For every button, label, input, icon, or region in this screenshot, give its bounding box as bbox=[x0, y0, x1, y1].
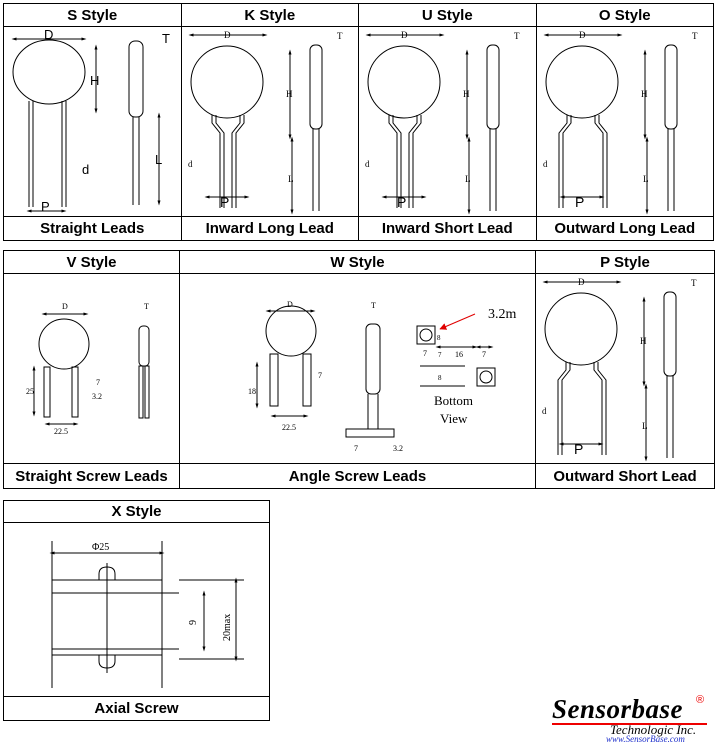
u-style-diagram: D T H d L P bbox=[358, 26, 537, 217]
x-style-caption: Axial Screw bbox=[3, 696, 270, 721]
dimension-label: 16 bbox=[455, 350, 463, 359]
dimension-label: T bbox=[337, 31, 343, 41]
dimension-label: H bbox=[640, 336, 647, 346]
dimension-label: T bbox=[144, 302, 149, 311]
x-style-title: X Style bbox=[3, 500, 270, 523]
dimension-label: P bbox=[220, 194, 229, 210]
thermistor-drawing: D T H d L P bbox=[543, 30, 698, 215]
styles-table-row3: X Style Φ25 9 20max Axial Screw bbox=[3, 500, 270, 721]
dimension-label: d bbox=[542, 406, 547, 416]
dimension-label: H bbox=[641, 89, 648, 99]
o-style-diagram: D T H d L P bbox=[535, 26, 714, 217]
thermistor-drawing: D T H d L P bbox=[11, 27, 170, 214]
styles-table-row1: S Style K Style U Style O Style D T H d … bbox=[3, 3, 714, 241]
dimension-label: L bbox=[642, 421, 648, 431]
k-style-caption: Inward Long Lead bbox=[180, 216, 359, 241]
p-style-diagram: D T H d L P bbox=[535, 273, 715, 464]
dimension-label: 9 bbox=[188, 620, 199, 625]
thermistor-drawing: Φ25 9 20max bbox=[49, 541, 244, 688]
w-style-diagram: D T 18 7 22.5 7 3.2 3.2m 8 7 7 16 7 8 Botto… bbox=[179, 273, 536, 464]
dimension-label: 22.5 bbox=[54, 427, 68, 436]
dimension-label: 25 bbox=[26, 387, 34, 396]
registered-mark: ® bbox=[696, 694, 705, 706]
dimension-label: L bbox=[643, 174, 649, 184]
dimension-label: d bbox=[188, 159, 193, 169]
dimension-label: 3.2 bbox=[393, 444, 403, 453]
dimension-label: 3.2 bbox=[92, 392, 102, 401]
dimension-label: H bbox=[90, 73, 99, 88]
dimension-label: 8 bbox=[438, 374, 442, 382]
dimension-label: T bbox=[691, 278, 697, 288]
thermistor-drawing: D T H d L P bbox=[542, 277, 697, 462]
dimension-label: 22.5 bbox=[282, 423, 296, 432]
dimension-label: D bbox=[62, 302, 68, 311]
dimension-label: 8 bbox=[437, 334, 441, 342]
dimension-label: H bbox=[286, 89, 293, 99]
dimension-label: d bbox=[82, 162, 89, 177]
thermistor-drawing: D T 18 7 22.5 7 3.2 3.2m 8 7 7 16 7 8 Botto… bbox=[248, 300, 517, 453]
dimension-label: d bbox=[543, 159, 548, 169]
w-style-title: W Style bbox=[179, 250, 536, 274]
dimension-label: 7 bbox=[482, 350, 486, 359]
dimension-label: 18 bbox=[248, 387, 256, 396]
dimension-label: 7 bbox=[423, 349, 427, 358]
w-style-caption: Angle Screw Leads bbox=[179, 463, 536, 489]
dimension-label: T bbox=[692, 31, 698, 41]
dimension-label: P bbox=[41, 199, 50, 214]
s-style-caption: Straight Leads bbox=[3, 216, 182, 241]
dimension-label: 7 bbox=[354, 444, 358, 453]
sensorbase-logo: Sensorbase ® Technologic Inc. www.Sensor… bbox=[548, 694, 713, 744]
dimension-label: D bbox=[224, 30, 231, 40]
x-style-diagram: Φ25 9 20max bbox=[3, 522, 270, 697]
o-style-caption: Outward Long Lead bbox=[535, 216, 714, 241]
u-style-caption: Inward Short Lead bbox=[358, 216, 537, 241]
dimension-label: d bbox=[365, 159, 370, 169]
dimension-label: D bbox=[579, 30, 586, 40]
logo-name: Sensorbase bbox=[552, 694, 684, 724]
logo-underline bbox=[552, 723, 707, 725]
dimension-label: T bbox=[162, 31, 170, 46]
s-style-title: S Style bbox=[3, 3, 182, 27]
dimension-label: 7 bbox=[438, 351, 442, 359]
p-style-caption: Outward Short Lead bbox=[535, 463, 715, 489]
dimension-label: 7 bbox=[96, 378, 100, 387]
thermistor-drawing: D T H d L P bbox=[188, 30, 343, 215]
dimension-label: Φ25 bbox=[92, 542, 109, 553]
dimension-label: Bottom bbox=[434, 393, 473, 408]
k-style-title: K Style bbox=[180, 3, 359, 27]
k-style-diagram: D T H d L P bbox=[180, 26, 359, 217]
v-style-diagram: D T 25 7 3.2 22.5 bbox=[3, 273, 180, 464]
dimension-label: P bbox=[574, 441, 583, 457]
dimension-label: 7 bbox=[318, 371, 322, 380]
dimension-label: D bbox=[44, 27, 53, 42]
dimension-label: P bbox=[397, 194, 406, 210]
dimension-label: View bbox=[440, 411, 468, 426]
dimension-label: L bbox=[465, 174, 471, 184]
s-style-diagram: D T H d L P bbox=[3, 26, 182, 217]
dimension-label: D bbox=[401, 30, 408, 40]
dimension-label: T bbox=[371, 301, 376, 310]
dimension-label: P bbox=[575, 194, 584, 210]
logo-url: www.SensorBase.com bbox=[606, 734, 685, 744]
thermistor-drawing: D T H d L P bbox=[365, 30, 520, 215]
dimension-label: L bbox=[155, 152, 162, 167]
styles-table-row2: V Style W Style P Style D T 25 7 3.2 22.5… bbox=[3, 250, 715, 489]
thermistor-drawing: D T 25 7 3.2 22.5 bbox=[26, 302, 150, 436]
logo-tagline: Technologic Inc. bbox=[610, 722, 697, 737]
p-style-title: P Style bbox=[535, 250, 715, 274]
v-style-caption: Straight Screw Leads bbox=[3, 463, 180, 489]
v-style-title: V Style bbox=[3, 250, 180, 274]
dimension-label: 3.2m bbox=[488, 307, 517, 322]
dimension-label: D bbox=[578, 277, 585, 287]
dimension-label: D bbox=[287, 300, 293, 309]
dimension-label: L bbox=[288, 174, 294, 184]
u-style-title: U Style bbox=[358, 3, 537, 27]
dimension-label: T bbox=[514, 31, 520, 41]
dimension-label: 20max bbox=[222, 614, 233, 641]
o-style-title: O Style bbox=[535, 3, 714, 27]
dimension-label: H bbox=[463, 89, 470, 99]
